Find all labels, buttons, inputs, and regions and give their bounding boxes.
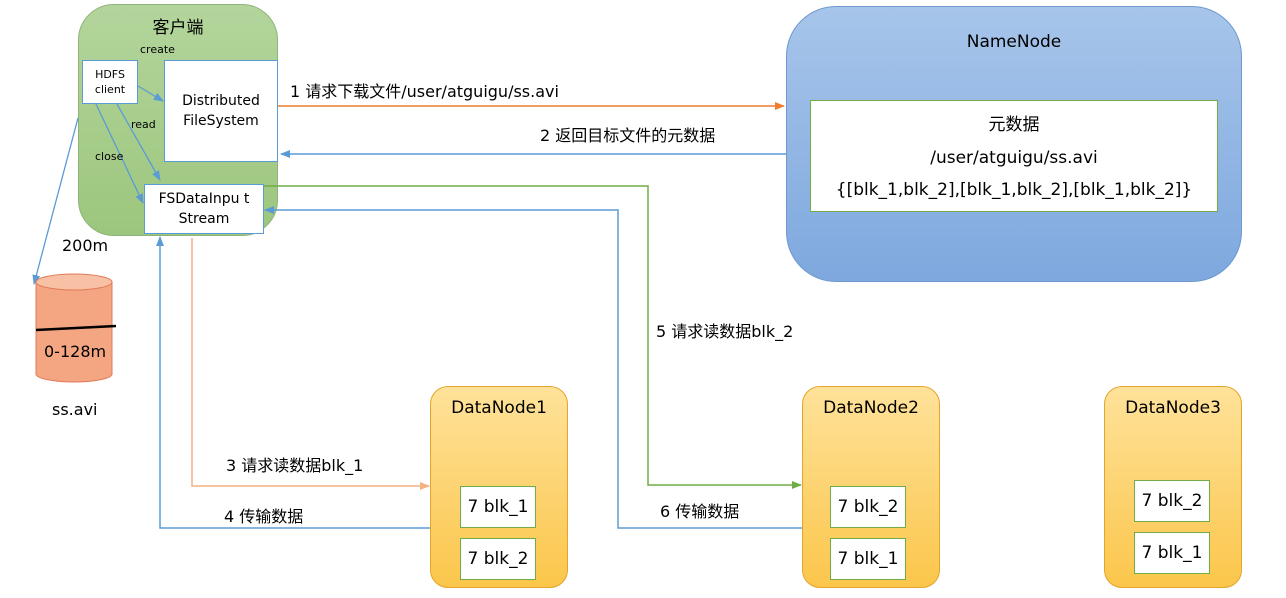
datanode2-title: DataNode2 [823, 398, 919, 418]
file-split-line [35, 324, 117, 332]
arrow-to-file [32, 117, 79, 285]
step4-label: 4 传输数据 [224, 507, 304, 526]
arrow-step4 [156, 236, 430, 529]
fsdatainputstream-label: FSDataInpu tStream [158, 191, 250, 227]
arrow-step5 [264, 185, 802, 489]
client-title: 客户端 [152, 18, 204, 38]
datanode3-block-2: 7 blk_1 [1134, 532, 1210, 574]
datanode2-block-2: 7 blk_1 [830, 538, 906, 580]
distributed-filesystem-box: Distributed FileSystem [164, 60, 278, 162]
file-size-label: 200m [62, 236, 109, 255]
datanode1-title: DataNode1 [451, 398, 547, 418]
datanode2-block-1: 7 blk_2 [830, 486, 906, 528]
step6-label: 6 传输数据 [660, 502, 740, 521]
datanode3-title: DataNode3 [1125, 398, 1221, 418]
metadata-title: 元数据 [988, 115, 1040, 135]
hdfs-client-box: HDFS client [82, 60, 138, 104]
arrow-read [116, 103, 161, 181]
step3-label: 3 请求读数据blk_1 [226, 456, 364, 475]
read-label: read [131, 118, 156, 131]
arrow-create [137, 85, 164, 102]
create-label: create [140, 43, 175, 56]
datanode1-block-1: 7 blk_1 [460, 486, 536, 528]
arrow-step6 [264, 206, 802, 529]
datanode3-block-1: 7 blk_2 [1134, 480, 1210, 522]
fsdatainputstream-box: FSDataInpu tStream [144, 184, 264, 234]
arrow-close [95, 103, 144, 204]
arrow-step3 [191, 238, 430, 490]
metadata-blocks: {[blk_1,blk_2],[blk_1,blk_2],[blk_1,blk_… [835, 180, 1193, 200]
datanode1-block-2: 7 blk_2 [460, 538, 536, 580]
namenode-title: NameNode [966, 32, 1062, 52]
file-range-label: 0-128m [44, 342, 107, 361]
file-cylinder-body [35, 281, 113, 383]
hdfs-client-label: HDFS client [94, 68, 126, 96]
step1-label: 1 请求下载文件/user/atguigu/ss.avi [290, 82, 559, 101]
close-label: close [95, 150, 124, 163]
metadata-path: /user/atguigu/ss.avi [930, 148, 1098, 168]
file-name-label: ss.avi [52, 400, 98, 419]
file-cylinder-top [35, 273, 113, 291]
step5-label: 5 请求读数据blk_2 [656, 322, 794, 341]
metadata-box [810, 100, 1218, 212]
step2-label: 2 返回目标文件的元数据 [540, 126, 716, 145]
distributed-filesystem-label: Distributed FileSystem [182, 93, 260, 129]
